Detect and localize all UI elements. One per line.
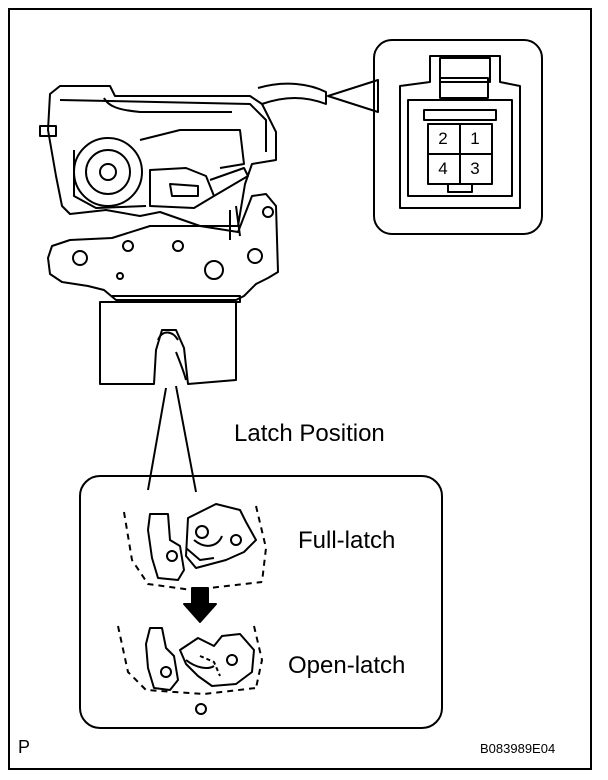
connector-pin-1-label: 1: [470, 129, 480, 148]
connector-pin-2-label: 2: [438, 129, 448, 148]
open-latch-illustration: [117, 625, 263, 715]
full-latch-illustration: [123, 503, 267, 591]
figure-code: B083989E04: [480, 741, 556, 756]
connector-pin-4-label: 4: [438, 159, 448, 178]
latch-position-view: [79, 475, 443, 729]
connector-view: [373, 39, 543, 235]
figure-frame: [8, 8, 592, 770]
callout-pointer-connector: [327, 79, 379, 113]
door-lock-assembly: [39, 82, 327, 385]
full-latch-label: Full-latch: [298, 527, 396, 554]
callout-pointer-latch: [147, 385, 197, 493]
latch-position-label: Latch Position: [234, 420, 385, 447]
open-latch-label: Open-latch: [288, 652, 406, 679]
transition-arrow: [183, 587, 217, 623]
connector-pin-3-label: 3: [470, 159, 480, 178]
corner-letter: P: [18, 737, 31, 757]
